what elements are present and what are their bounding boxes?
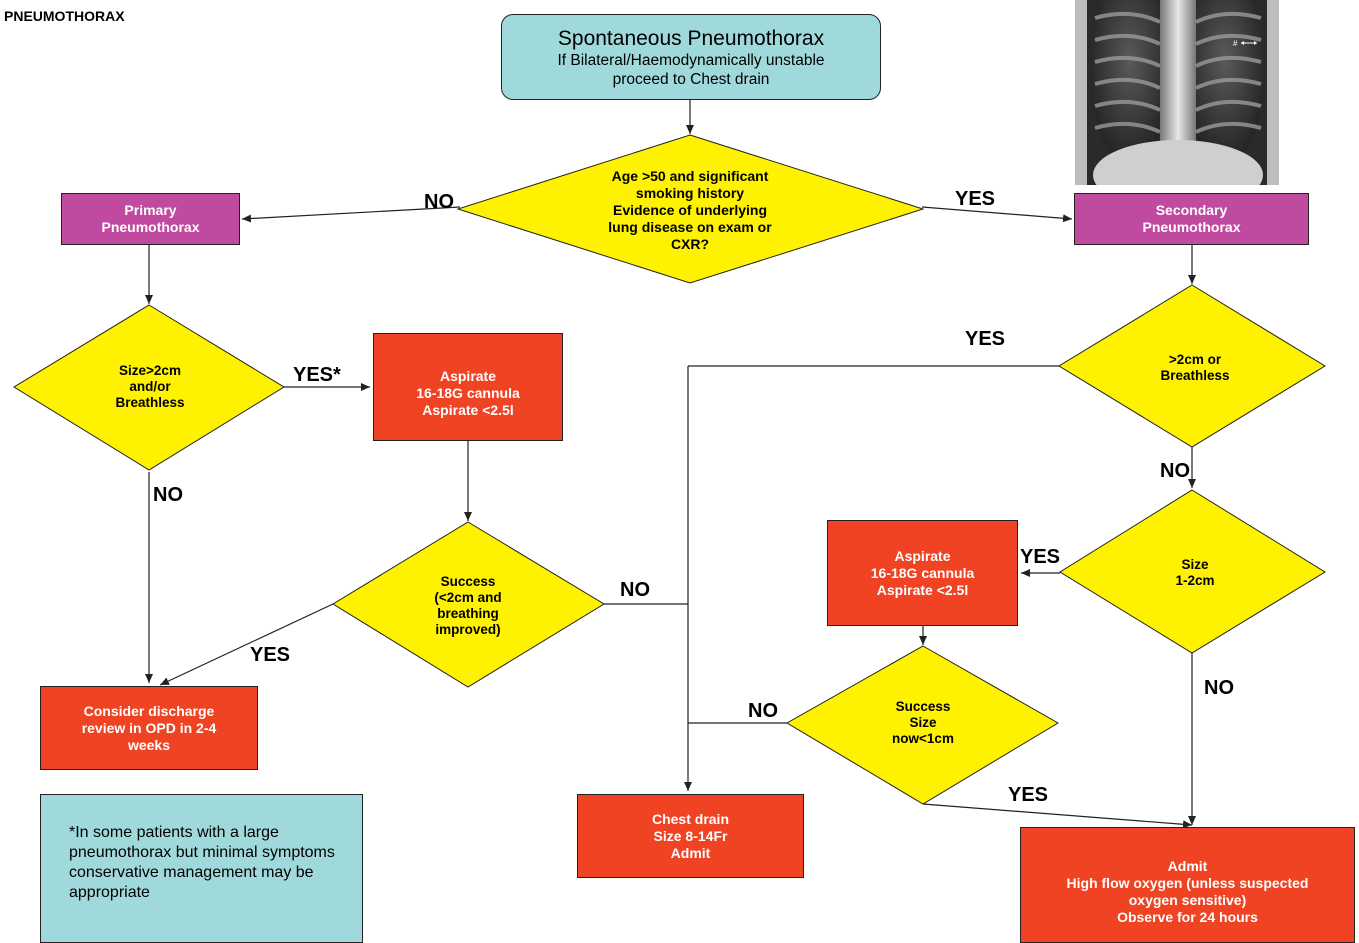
primary-pneumothorax-box: Primary Pneumothorax xyxy=(61,193,240,245)
chest-drain-line: Size 8-14Fr xyxy=(653,827,728,844)
aspirate-line: 16-18G cannula xyxy=(416,385,520,401)
admit-line: Observe for 24 hours xyxy=(1117,909,1258,925)
secondary-pneumothorax-box: Secondary Pneumothorax xyxy=(1074,193,1309,245)
chest-xray-image: # xyxy=(1075,0,1279,185)
chest-drain-box: Chest drain Size 8-14Fr Admit xyxy=(577,794,804,878)
decision-size-primary-diamond xyxy=(13,304,285,471)
label-yes-star: YES* xyxy=(293,364,341,386)
decision-line: 1-2cm xyxy=(1175,573,1215,588)
start-line: proceed to Chest drain xyxy=(612,70,770,88)
xray-marker: # xyxy=(1233,39,1238,48)
discharge-line: Consider discharge xyxy=(83,702,215,719)
label-no-primary-success: NO xyxy=(620,579,650,601)
decision-success-primary-diamond xyxy=(332,521,605,688)
aspirate-line: Aspirate xyxy=(439,368,497,384)
decision-line: improved) xyxy=(435,622,501,637)
aspirate-primary-box: Aspirate 16-18G cannula Aspirate <2.5l xyxy=(373,333,563,441)
decision-breathless-secondary-diamond xyxy=(1058,284,1326,448)
decision-age-diamond xyxy=(456,134,925,284)
primary-line: Primary xyxy=(124,202,177,218)
aspirate-line: 16-18G cannula xyxy=(870,564,975,581)
label-yes-age: YES xyxy=(955,188,996,210)
start-box: Spontaneous Pneumothorax If Bilateral/Ha… xyxy=(501,14,881,100)
decision-line: lung disease on exam or xyxy=(608,218,772,235)
chest-drain-line: Chest drain xyxy=(651,810,729,827)
aspirate-line: Aspirate xyxy=(894,547,951,564)
decision-success-secondary-diamond xyxy=(786,645,1059,805)
chest-drain-line: Admit xyxy=(670,844,711,861)
admit-line: Admit xyxy=(1167,858,1208,874)
label-yes-secondary-success: YES xyxy=(1008,784,1049,806)
decision-size-secondary-text: Size 1-2cm xyxy=(1150,555,1240,591)
label-no-age: NO xyxy=(424,191,454,213)
decision-line: Evidence of underlying xyxy=(612,201,768,218)
decision-line: (<2cm and xyxy=(434,590,502,605)
start-title: Spontaneous Pneumothorax xyxy=(557,26,825,50)
decision-line: Size xyxy=(1181,557,1209,572)
primary-line: Pneumothorax xyxy=(101,219,200,235)
decision-line: >2cm or xyxy=(1168,352,1222,367)
start-line: If Bilateral/Haemodynamically unstable xyxy=(557,51,825,69)
page-title: PNEUMOTHORAX xyxy=(4,8,125,24)
label-no-primary-size: NO xyxy=(153,484,183,506)
discharge-line: review in OPD in 2-4 xyxy=(81,719,217,736)
decision-success-secondary-text: Success Size now<1cm xyxy=(868,695,978,751)
admit-line: High flow oxygen (unless suspected xyxy=(1066,875,1309,891)
aspirate-line: Aspirate <2.5l xyxy=(876,581,969,598)
decision-line: Success xyxy=(440,574,496,589)
label-yes-secondary-size: YES xyxy=(1020,546,1061,568)
secondary-line: Pneumothorax xyxy=(1142,219,1241,235)
decision-line: now<1cm xyxy=(892,731,954,746)
decision-breathless-secondary-text: >2cm or Breathless xyxy=(1140,348,1250,388)
decision-line: smoking history xyxy=(635,184,745,201)
decision-line: Success xyxy=(895,699,951,714)
discharge-line: weeks xyxy=(127,736,171,753)
decision-line: Age >50 and significant xyxy=(611,167,769,184)
decision-success-primary-text: Success (<2cm and breathing improved) xyxy=(408,570,528,642)
label-no-secondary-breathless: NO xyxy=(1160,460,1190,482)
decision-size-primary-text: Size>2cm and/or Breathless xyxy=(80,352,220,422)
footnote-box: *In some patients with a large pneumotho… xyxy=(40,794,363,943)
aspirate-secondary-box: Aspirate 16-18G cannula Aspirate <2.5l xyxy=(827,520,1018,626)
admit-line: oxygen sensitive) xyxy=(1128,892,1247,908)
decision-line: CXR? xyxy=(670,235,710,252)
label-no-secondary-success: NO xyxy=(748,700,778,722)
decision-line: breathing xyxy=(437,606,499,621)
label-no-secondary-size: NO xyxy=(1204,677,1234,699)
decision-age-text: Age >50 and significant smoking history … xyxy=(560,160,820,260)
decision-size-secondary-diamond xyxy=(1059,489,1326,654)
secondary-line: Secondary xyxy=(1155,202,1228,218)
admit-box: Admit High flow oxygen (unless suspected… xyxy=(1020,827,1355,943)
decision-line: Size>2cm xyxy=(119,363,181,378)
discharge-box: Consider discharge review in OPD in 2-4 … xyxy=(40,686,258,770)
label-yes-primary-success: YES xyxy=(250,644,291,666)
decision-line: Breathless xyxy=(1160,368,1230,383)
label-yes-secondary-breathless: YES xyxy=(965,328,1006,350)
decision-line: Breathless xyxy=(115,395,185,410)
aspirate-line: Aspirate <2.5l xyxy=(422,402,514,418)
decision-line: and/or xyxy=(129,379,171,394)
decision-line: Size xyxy=(909,715,937,730)
